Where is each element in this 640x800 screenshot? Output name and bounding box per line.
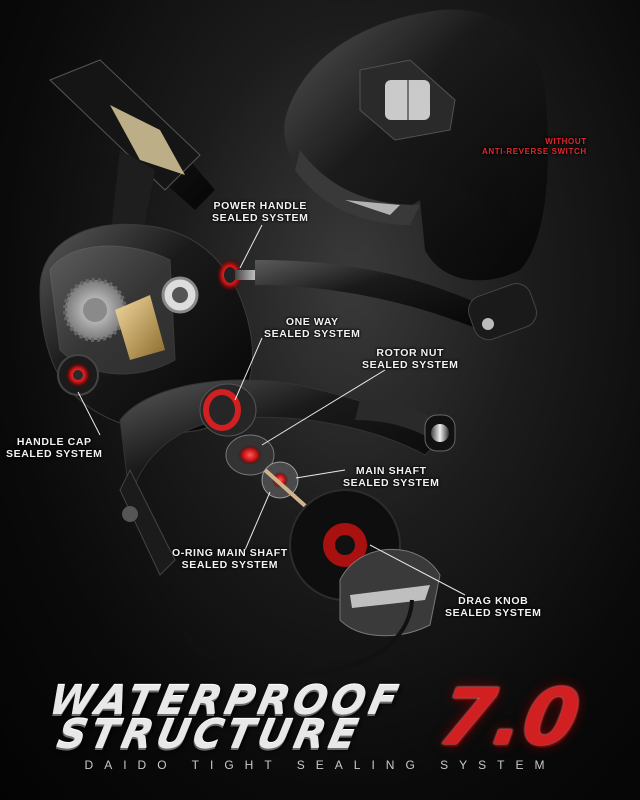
callout-leader-lines: [77, 224, 466, 596]
callout-line: SEALED SYSTEM: [181, 559, 279, 571]
callout-line: DRAG KNOB: [458, 595, 529, 607]
callout-drag-knob: DRAG KNOB SEALED SYSTEM: [445, 595, 541, 619]
callout-power-handle: POWER HANDLE SEALED SYSTEM: [212, 200, 308, 224]
callout-line: ROTOR NUT: [376, 347, 445, 359]
callout-line: SEALED SYSTEM: [445, 607, 542, 619]
callout-main-shaft: MAIN SHAFT SEALED SYSTEM: [343, 465, 439, 489]
version-number: 7.0: [432, 673, 587, 763]
callout-line: SEALED SYSTEM: [362, 359, 459, 371]
callout-rotor-nut: ROTOR NUT SEALED SYSTEM: [362, 347, 458, 371]
callout-line: ANTI-REVERSE SWITCH: [482, 147, 587, 156]
callout-line: SEALED SYSTEM: [343, 477, 440, 489]
callout-without-anti-reverse: WITHOUT ANTI-REVERSE SWITCH: [482, 137, 587, 157]
callout-line: SEALED SYSTEM: [212, 212, 309, 224]
main-reel-body: [39, 59, 538, 678]
callout-oring-main-shaft: O-RING MAIN SHAFT SEALED SYSTEM: [172, 547, 288, 571]
title-block: WATERPROOF STRUCTURE 7.0 DAIDO TIGHT SEA…: [0, 673, 640, 800]
callout-line: POWER HANDLE: [213, 200, 308, 212]
callout-line: ONE WAY: [285, 316, 339, 328]
callout-line: SEALED SYSTEM: [264, 328, 361, 340]
callout-line: MAIN SHAFT: [355, 465, 427, 477]
callout-line: SEALED SYSTEM: [6, 448, 103, 460]
callout-handle-cap: HANDLE CAP SEALED SYSTEM: [6, 436, 102, 460]
callout-line: O-RING MAIN SHAFT: [172, 547, 288, 559]
callout-one-way: ONE WAY SEALED SYSTEM: [264, 316, 360, 340]
inset-reel-body: [284, 9, 549, 281]
subtitle: DAIDO TIGHT SEALING SYSTEM: [84, 758, 556, 772]
title-line-2: STRUCTURE: [53, 712, 366, 758]
callout-line: WITHOUT: [545, 137, 587, 146]
callout-line: HANDLE CAP: [16, 436, 92, 448]
